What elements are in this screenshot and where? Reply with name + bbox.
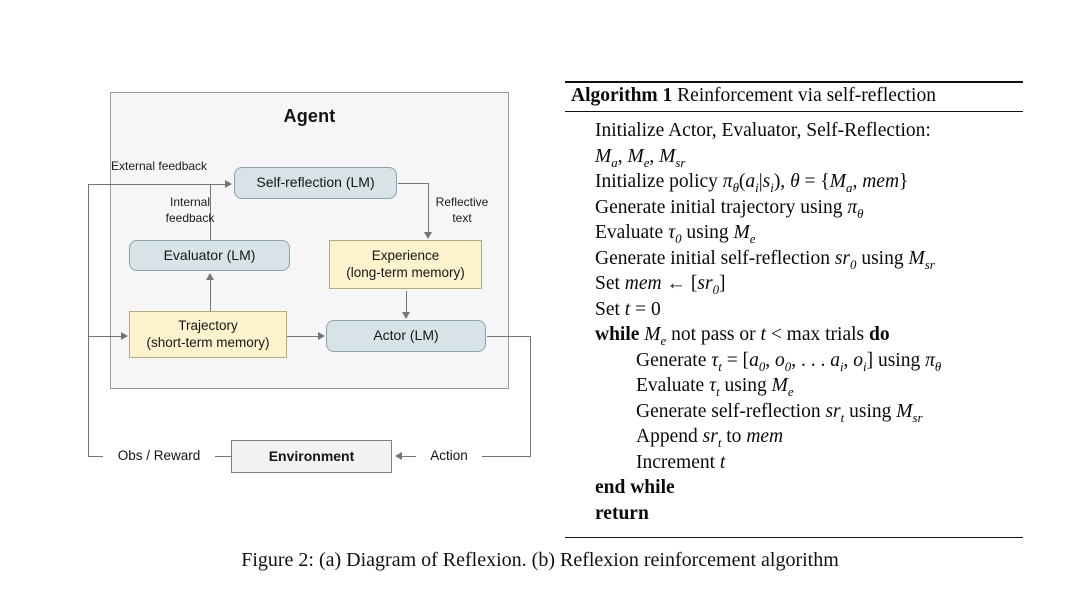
algo-line: Evaluate τt using Me [636, 375, 794, 399]
algorithm-rule-mid [565, 111, 1023, 112]
reflective-text-line2: text [452, 211, 472, 225]
reflective-text-label: Reflective text [425, 194, 499, 226]
experience-box: Experience (long-term memory) [329, 240, 482, 289]
algorithm-title: Reinforcement via self-reflection [672, 85, 936, 106]
evaluator-box: Evaluator (LM) [129, 240, 290, 271]
algo-line: Append srt to mem [636, 426, 784, 450]
line-internal-feedback [210, 184, 211, 240]
arrowhead-into-experience [424, 232, 432, 239]
agent-title: Agent [283, 106, 336, 126]
algo-line: Initialize Actor, Evaluator, Self-Reflec… [595, 120, 931, 141]
algo-line: Evaluate τ0 using Me [595, 222, 756, 246]
algo-line: Generate initial trajectory using πθ [595, 196, 864, 221]
algo-line: while Me not pass or t < max trials do [595, 324, 890, 348]
internal-feedback-label: Internal feedback [150, 194, 230, 226]
arrowhead-into-evaluator [206, 273, 214, 280]
trajectory-label-line1: Trajectory [178, 318, 238, 334]
experience-label-line1: Experience [371, 248, 440, 264]
line-trajectory-to-evaluator [210, 280, 211, 311]
arrowhead-into-actor-top [402, 312, 410, 319]
internal-feedback-line1: Internal [169, 195, 211, 209]
algo-line: end while [595, 477, 675, 498]
trajectory-label-line2: (short-term memory) [146, 334, 270, 350]
actor-label: Actor (LM) [373, 327, 439, 344]
line-into-trajectory [88, 336, 121, 337]
arrowhead-into-environment [395, 452, 402, 460]
line-actor-to-loop [487, 336, 531, 337]
line-experience-to-actor [406, 291, 407, 312]
algo-line: Generate τt = [a0, o0, . . . ai, oi] usi… [636, 349, 942, 374]
trajectory-box: Trajectory (short-term memory) [129, 311, 287, 358]
algo-line: return [595, 502, 649, 524]
action-label: Action [416, 447, 482, 465]
algorithm-rule-top [565, 81, 1023, 83]
algorithm-rule-bottom [565, 537, 1023, 538]
line-selfreflection-to-experience-v [428, 183, 429, 232]
algo-line: Initialize policy πθ(ai|si), θ = {Ma, me… [595, 171, 909, 195]
algorithm-number: Algorithm 1 [571, 85, 673, 106]
environment-label: Environment [268, 447, 355, 464]
external-feedback-label: External feedback [111, 159, 208, 173]
experience-label-line2: (long-term memory) [346, 264, 465, 280]
self-reflection-label: Self-reflection (LM) [256, 174, 375, 191]
self-reflection-box: Self-reflection (LM) [234, 167, 397, 199]
algo-line: Set mem ← [sr0] [595, 273, 726, 297]
algo-line: Increment t [636, 451, 726, 473]
environment-box: Environment [231, 440, 392, 473]
algo-line: Ma, Me, Msr [595, 145, 686, 170]
arrowhead-into-actor-left [318, 332, 325, 340]
figure-caption: Figure 2: (a) Diagram of Reflexion. (b) … [241, 549, 839, 571]
algorithm-lines: Initialize Actor, Evaluator, Self-Reflec… [565, 118, 1035, 526]
arrowhead-into-self-reflection [225, 180, 232, 188]
line-action-vertical [530, 336, 531, 457]
algo-line: Generate initial self-reflection sr0 usi… [595, 247, 935, 272]
algorithm-header: Algorithm 1 Reinforcement via self-refle… [571, 85, 1023, 107]
reflective-text-line1: Reflective [435, 195, 489, 209]
evaluator-label: Evaluator (LM) [163, 246, 256, 263]
internal-feedback-line2: feedback [165, 211, 215, 225]
algo-line: Generate self-reflection srt using Msr [636, 400, 923, 425]
arrowhead-into-trajectory [121, 332, 128, 340]
algo-line: Set t = 0 [595, 298, 661, 320]
reflexion-diagram: Agent Self-reflection (LM) Evaluator (LM… [0, 0, 560, 540]
actor-box: Actor (LM) [326, 320, 486, 352]
line-external-feedback [88, 184, 225, 185]
line-trajectory-to-actor [287, 336, 318, 337]
obs-reward-label: Obs / Reward [103, 447, 215, 465]
line-feedback-loop-vertical [88, 184, 89, 457]
line-selfreflection-to-experience-h [398, 183, 429, 184]
